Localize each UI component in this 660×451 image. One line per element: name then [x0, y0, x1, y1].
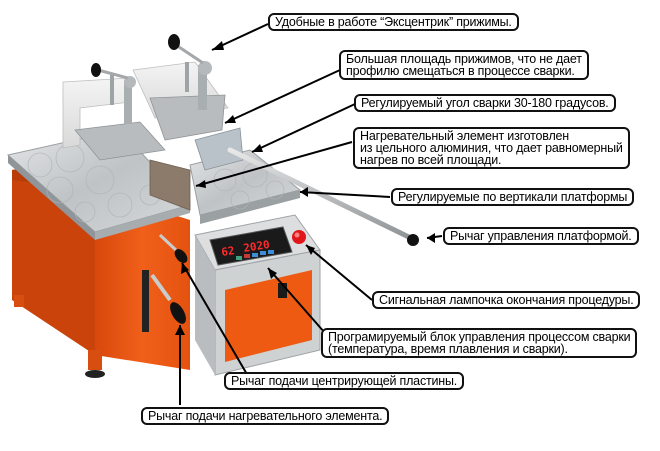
leader-heating-element	[195, 141, 353, 187]
callout-platform-lever: Рычаг управления платформой.	[443, 227, 639, 245]
callout-control-unit: Програмируемый блок управления процессом…	[321, 328, 638, 358]
callout-line: Удобные в работе “Эксцентрик” прижимы.	[275, 15, 512, 29]
callout-line: (температура, время плавления и сварки).	[328, 342, 568, 356]
callout-line: Большая площадь прижимов, что не дает	[346, 52, 582, 66]
controller-display: 62 2020	[209, 226, 293, 266]
callout-line: Рычаг подачи нагревательного элемента.	[148, 409, 383, 423]
callout-clamp-area: Большая площадь прижимов, что не дает пр…	[339, 50, 589, 80]
leader-vertical-platforms	[299, 191, 391, 198]
left-clamp	[62, 63, 166, 161]
callout-vertical-platforms: Регулируемые по вертикали платформы	[391, 188, 635, 206]
callout-line: Регулируемый угол сварки 30-180 градусов…	[361, 96, 609, 110]
signal-lamp	[292, 230, 306, 244]
right-clamp	[132, 34, 229, 141]
leader-signal-lamp	[305, 244, 373, 301]
leader-centering-plate	[181, 262, 249, 377]
callout-line: из цельного алюминия, что дает равномерн…	[360, 141, 623, 155]
heater-feed-lever	[142, 270, 186, 332]
display-right-value: 2020	[242, 238, 270, 255]
callout-line: Рычаг управления платформой.	[450, 229, 632, 243]
power-switch[interactable]	[278, 283, 287, 298]
callout-heater-feed-lever: Рычаг подачи нагревательного элемента.	[141, 407, 390, 425]
callout-line: Рычаг подачи центрирующей пластины.	[231, 374, 458, 388]
callout-weld-angle: Регулируемый угол сварки 30-180 градусов…	[354, 94, 616, 112]
display-left-value: 62	[220, 244, 235, 259]
leader-clamp-area	[224, 69, 341, 124]
angle-guide	[194, 127, 244, 171]
platform-control-lever	[227, 147, 419, 246]
leader-control-unit	[267, 267, 326, 334]
arrow-heads	[175, 41, 435, 335]
callout-line: Нагревательный элемент изготовлен	[360, 129, 570, 143]
callout-line: Програмируемый блок управления процессом…	[328, 330, 631, 344]
callout-signal-lamp: Сигнальная лампочка окончания процедуры.	[372, 291, 641, 309]
leader-lines	[179, 23, 443, 405]
callout-centering-plate-lever: Рычаг подачи центрирующей пластины.	[224, 372, 465, 390]
callout-line: Регулируемые по вертикали платформы	[398, 190, 628, 204]
callout-line: профилю смещаться в процессе сварки.	[346, 64, 575, 78]
leader-weld-angle	[251, 103, 356, 153]
callout-eccentric-clamps: Удобные в работе “Эксцентрик” прижимы.	[268, 13, 519, 31]
callout-line: нагрев по всей площади.	[360, 153, 502, 167]
callout-heating-element: Нагревательный элемент изготовлен из цел…	[353, 127, 630, 169]
heating-element-plate	[149, 159, 191, 211]
callout-line: Сигнальная лампочка окончания процедуры.	[379, 293, 634, 307]
centering-plate-lever	[158, 233, 188, 263]
